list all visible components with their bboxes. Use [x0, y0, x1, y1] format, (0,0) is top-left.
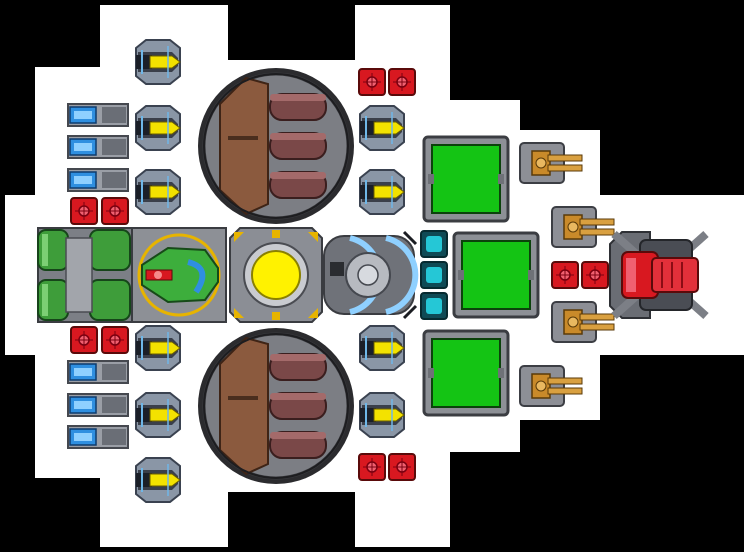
ammo-crate[interactable] [101, 326, 129, 354]
thruster[interactable] [67, 393, 129, 417]
thruster[interactable] [67, 103, 129, 127]
energy-cell[interactable] [420, 292, 448, 320]
missile-launcher[interactable] [135, 457, 181, 503]
cargo-container[interactable] [452, 231, 540, 319]
missile-launcher[interactable] [135, 105, 181, 151]
energy-cell[interactable] [420, 230, 448, 258]
missile-launcher[interactable] [359, 105, 405, 151]
ammo-crate[interactable] [358, 68, 386, 96]
ammo-crate[interactable] [388, 68, 416, 96]
ammo-crate[interactable] [70, 197, 98, 225]
thruster[interactable] [67, 360, 129, 384]
missile-launcher[interactable] [359, 169, 405, 215]
missile-launcher[interactable] [359, 325, 405, 371]
missile-launcher[interactable] [135, 169, 181, 215]
main-cannon[interactable] [609, 231, 709, 319]
cargo-container[interactable] [422, 135, 510, 223]
fuel-tank[interactable] [37, 227, 133, 323]
ammo-crate[interactable] [388, 453, 416, 481]
hangar-bay-bottom[interactable] [196, 326, 356, 486]
thruster[interactable] [67, 168, 129, 192]
reactor-core[interactable] [229, 227, 323, 323]
missile-launcher[interactable] [135, 392, 181, 438]
missile-launcher[interactable] [135, 325, 181, 371]
cockpit[interactable] [131, 227, 227, 323]
ammo-crate[interactable] [358, 453, 386, 481]
shield-generator[interactable] [323, 230, 419, 320]
cargo-container[interactable] [422, 329, 510, 417]
ammo-crate[interactable] [70, 326, 98, 354]
hangar-bay-top[interactable] [196, 66, 356, 226]
ammo-crate[interactable] [101, 197, 129, 225]
missile-launcher[interactable] [135, 39, 181, 85]
thruster[interactable] [67, 425, 129, 449]
energy-cells [420, 230, 448, 320]
energy-cell[interactable] [420, 261, 448, 289]
ammo-crate[interactable] [551, 261, 579, 289]
thruster[interactable] [67, 135, 129, 159]
ammo-crate[interactable] [581, 261, 609, 289]
missile-launcher[interactable] [359, 392, 405, 438]
